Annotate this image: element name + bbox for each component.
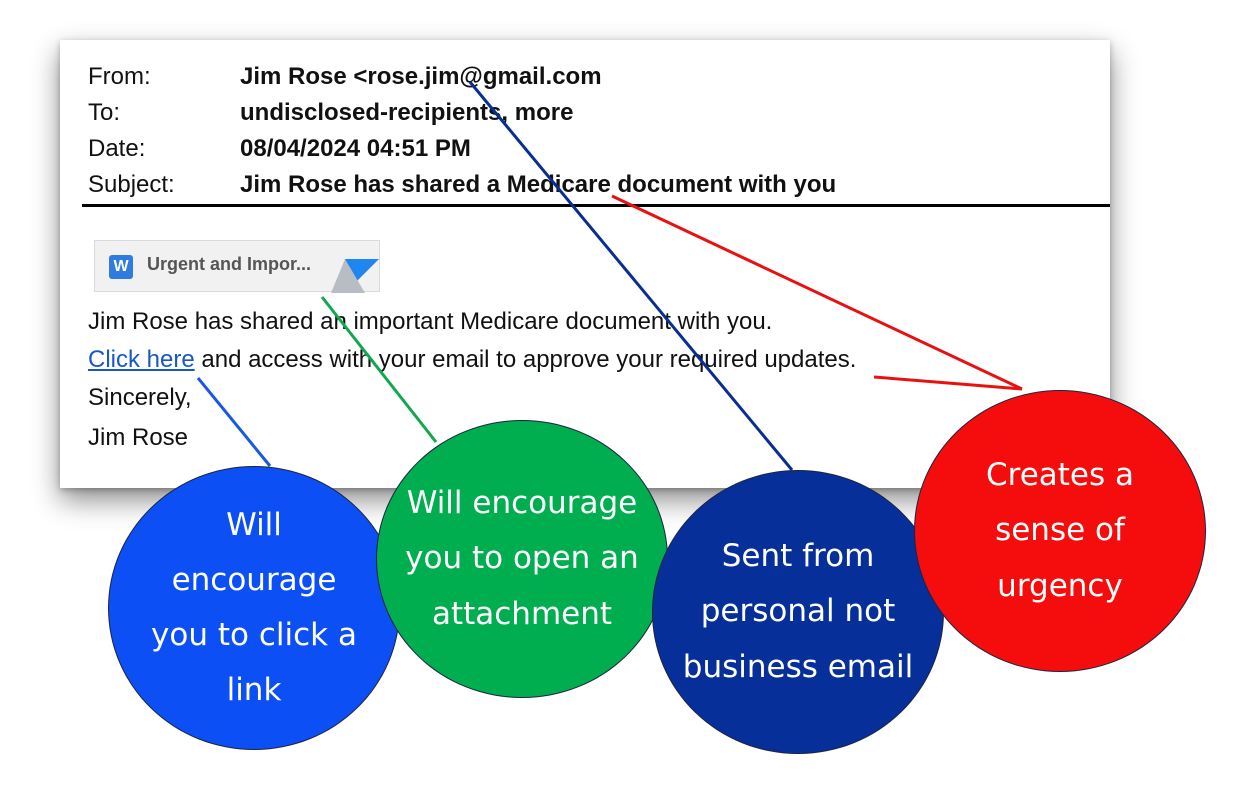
body-line-2-rest: and access with your email to approve yo… [194,346,857,373]
date-label: Date: [88,135,146,162]
to-label: To: [88,99,121,126]
callout-urgency-text: Creates a sense of urgency [985,457,1134,604]
callout-urgency: Creates a sense of urgency [914,390,1206,672]
to-value: undisclosed-recipients, more [240,99,574,126]
callout-link: Will encourage you to click a link [108,466,400,750]
callout-sender-text: Sent from personal not business email [682,538,914,685]
from-value: Jim Rose <rose.jim@gmail.com [240,63,602,90]
date-value: 08/04/2024 04:51 PM [240,135,471,162]
body-line-2: Click here and access with your email to… [88,344,856,376]
header-divider [82,204,1110,207]
callout-sender: Sent from personal not business email [652,470,944,754]
attachment-name: Urgent and Impor... [147,254,312,274]
callout-attachment-text: Will encourage you to open an attachment [405,485,639,632]
attachment-chip[interactable]: W Urgent and Impor... [94,240,380,293]
signature-line: Jim Rose [88,424,189,451]
callout-link-text: Will encourage you to click a link [151,506,357,709]
subject-value: Jim Rose has shared a Medicare document … [240,171,837,198]
callout-attachment: Will encourage you to open an attachment [376,420,668,698]
click-here-link[interactable]: Click here [88,346,195,373]
from-label: From: [88,63,151,90]
subject-label: Subject: [88,171,175,198]
word-doc-icon: W [109,255,133,279]
page-curl-icon [331,259,379,293]
email-preview: From: Jim Rose <rose.jim@gmail.com To: u… [60,40,1110,488]
body-line-1: Jim Rose has shared an important Medicar… [88,308,773,335]
closing-line: Sincerely, [88,384,192,411]
